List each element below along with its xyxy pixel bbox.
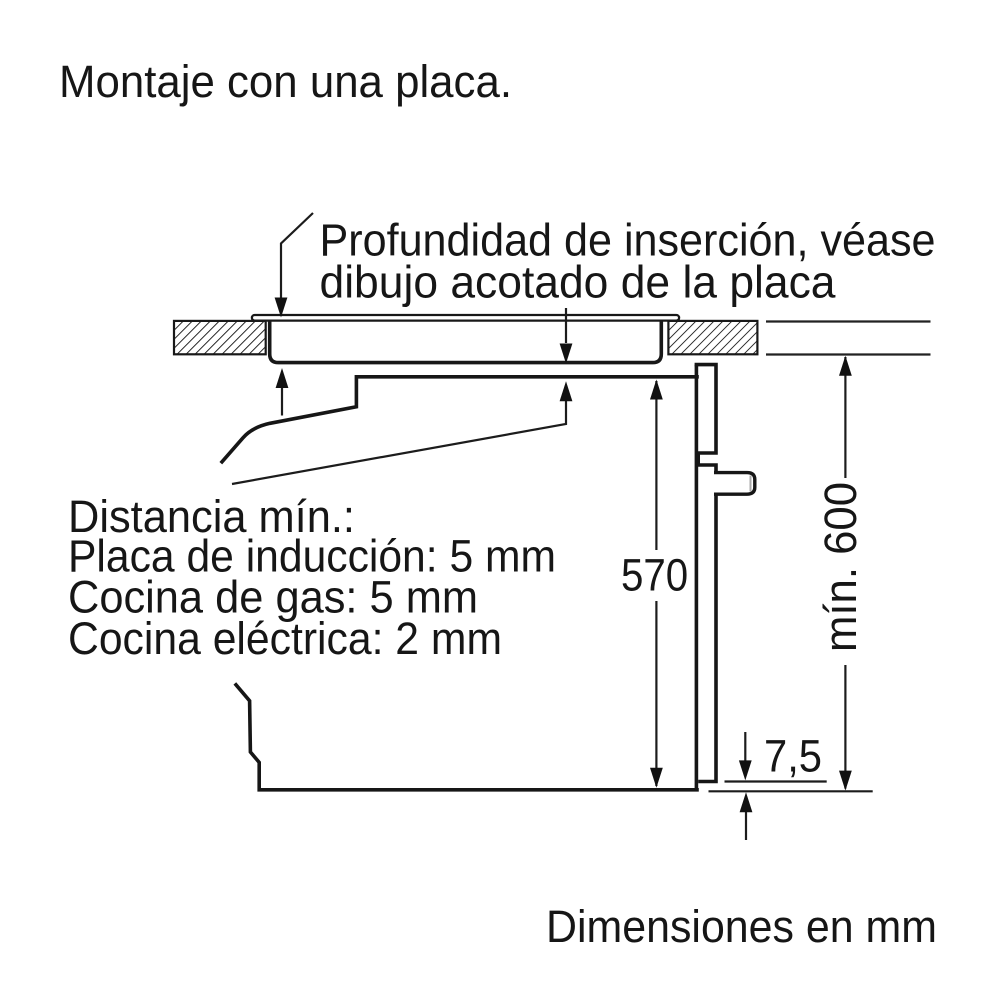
svg-text:Placa de inducción: 5 mm: Placa de inducción: 5 mm [68, 531, 556, 582]
svg-text:Montaje con una placa.: Montaje con una placa. [59, 56, 512, 107]
svg-text:dibujo acotado de la placa: dibujo acotado de la placa [320, 257, 837, 308]
svg-text:Distancia mín.:: Distancia mín.: [68, 491, 355, 542]
svg-text:Cocina eléctrica: 2 mm: Cocina eléctrica: 2 mm [68, 613, 502, 664]
svg-text:7,5: 7,5 [764, 730, 822, 781]
svg-text:Cocina de gas: 5 mm: Cocina de gas: 5 mm [68, 572, 478, 623]
svg-text:Profundidad de inserción, véas: Profundidad de inserción, véase [320, 215, 936, 266]
svg-text:Dimensiones en mm: Dimensiones en mm [546, 901, 937, 952]
svg-text:570: 570 [621, 550, 688, 601]
svg-text:mín. 600: mín. 600 [815, 482, 866, 652]
